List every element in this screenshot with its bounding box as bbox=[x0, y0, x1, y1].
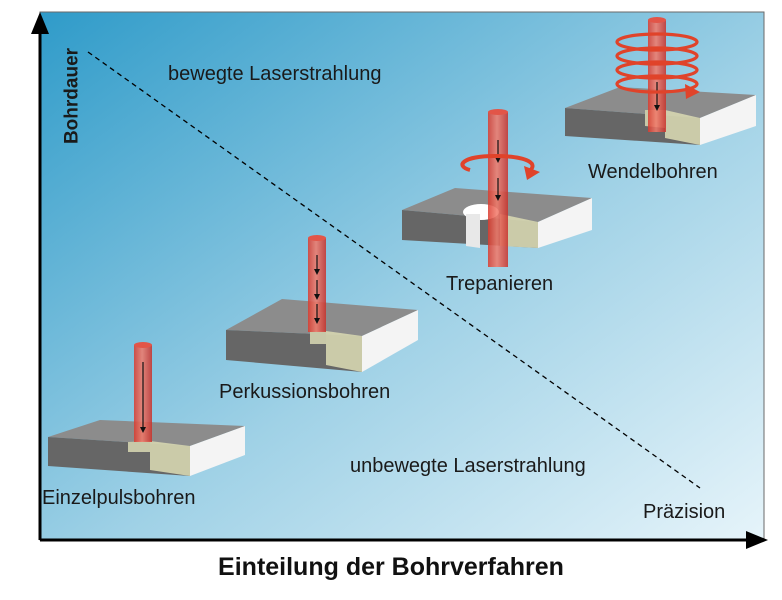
method-label-einzelpulsbohren: Einzelpulsbohren bbox=[42, 487, 196, 509]
x-axis-label: Präzision bbox=[643, 501, 726, 523]
laser-beam bbox=[134, 342, 152, 442]
wendelbohren-illustration bbox=[565, 17, 756, 145]
y-axis bbox=[31, 12, 49, 540]
region-label-upper: bewegte Laserstrahlung bbox=[168, 63, 382, 85]
region-label-lower: unbewegte Laserstrahlung bbox=[350, 455, 586, 477]
y-axis-label: Bohrdauer bbox=[61, 47, 83, 145]
method-label-wendelbohren: Wendelbohren bbox=[588, 161, 718, 183]
method-label-perkussionsbohren: Perkussionsbohren bbox=[219, 381, 391, 403]
method-label-trepanieren: Trepanieren bbox=[446, 273, 554, 295]
perkussion-illustration bbox=[226, 235, 418, 372]
spiral-arrow bbox=[615, 32, 699, 94]
spiral-arrow-head bbox=[685, 84, 700, 99]
laser-beam bbox=[488, 109, 508, 267]
rotation-arrow bbox=[460, 153, 540, 180]
x-axis bbox=[40, 531, 768, 549]
laser-beam bbox=[308, 235, 326, 332]
trepanieren-illustration bbox=[402, 109, 592, 267]
einzelpuls-illustration bbox=[48, 342, 245, 476]
figure-caption: Einteilung der Bohrverfahren bbox=[218, 553, 564, 581]
